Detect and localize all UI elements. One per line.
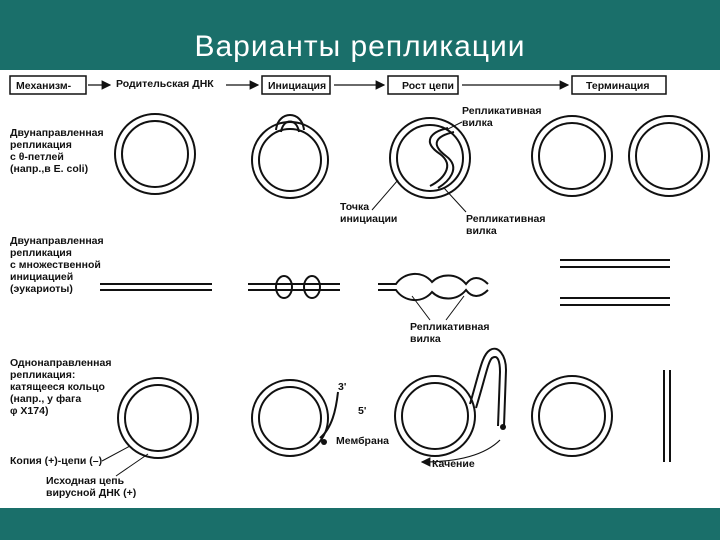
linear-termination-duplex xyxy=(560,259,670,268)
linear-initiation-bubbles xyxy=(248,275,340,299)
rolling-termination-linear xyxy=(663,370,671,462)
termination-header: Терминация xyxy=(586,80,649,92)
theta-fork-circle xyxy=(389,117,471,199)
rolling-circle-growth xyxy=(394,347,508,457)
linear-termination-duplex xyxy=(560,297,670,306)
fork-pointer xyxy=(411,295,431,321)
replication-diagram: Механизм- Родительская ДНК Инициация Рос… xyxy=(9,75,710,499)
five-prime-label: 5' xyxy=(358,405,366,417)
termination-circle xyxy=(628,115,710,197)
row1-label: Двунаправленная репликация с θ-петлей (н… xyxy=(10,127,107,175)
mechanism-header: Механизм- xyxy=(16,80,72,92)
original-strand-label: Исходная цепь вирусной ДНК (+) xyxy=(46,475,136,499)
membrane-label: Мембрана xyxy=(336,435,389,447)
rolling-circle-initiation xyxy=(251,379,339,457)
three-prime-label: 3' xyxy=(338,381,346,393)
copy-strand-label: Копия (+)-цепи (–) xyxy=(10,455,102,467)
row2-label: Двунаправленная репликация с множественн… xyxy=(10,235,107,295)
slide-title: Варианты репликации xyxy=(194,30,526,63)
parent-ssdna-circle xyxy=(117,377,199,459)
mechanism-header-box xyxy=(9,75,87,95)
label-pointer xyxy=(115,453,149,477)
title-band xyxy=(0,0,720,70)
initiation-header: Инициация xyxy=(268,80,326,92)
rolling-label: Качение xyxy=(432,458,475,470)
linear-growth-bubbles xyxy=(378,273,489,301)
row3-label: Однонаправленная репликация: катящееся к… xyxy=(10,357,114,417)
row2-fork-label: Репликативная вилка xyxy=(410,321,492,345)
growth-header-box xyxy=(387,75,459,95)
termination-circle xyxy=(531,115,613,197)
rolling-arrow xyxy=(420,439,501,467)
growth-header: Рост цепи xyxy=(402,80,454,92)
fork-pointer xyxy=(443,187,467,213)
origin-pointer xyxy=(371,179,399,211)
fork-label-bottom: Репликативная вилка xyxy=(466,213,548,237)
diagram-area: Механизм- Родительская ДНК Инициация Рос… xyxy=(0,70,720,508)
rolling-termination-circle xyxy=(531,375,613,457)
termination-header-box xyxy=(571,75,667,95)
origin-label: Точка инициации xyxy=(340,201,397,225)
footer-band xyxy=(0,508,720,540)
parent-circular-dna xyxy=(114,113,196,195)
initiation-header-box xyxy=(261,75,331,95)
parent-dna-header: Родительская ДНК xyxy=(116,78,214,90)
label-pointer xyxy=(101,445,131,462)
parent-linear-dna xyxy=(100,283,212,291)
fork-label-top: Репликативная вилка xyxy=(462,105,544,129)
fork-pointer xyxy=(445,295,465,321)
fork-pointer xyxy=(445,121,463,131)
theta-initiation-circle xyxy=(251,114,329,199)
